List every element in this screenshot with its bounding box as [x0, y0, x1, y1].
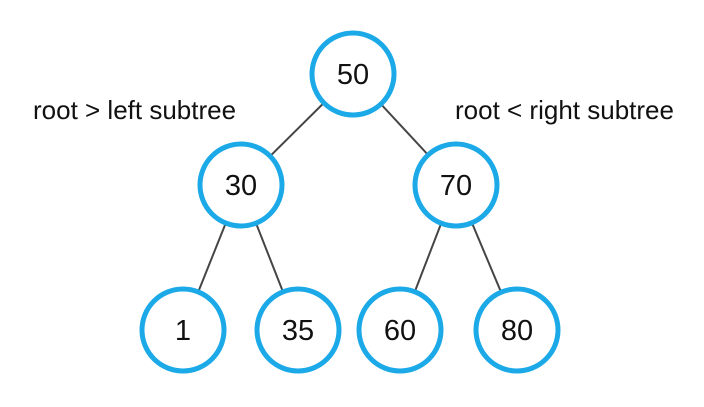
node-value-60: 60 — [384, 315, 416, 347]
tree-node-60: 60 — [356, 286, 444, 374]
tree-node-35: 35 — [254, 286, 342, 374]
node-value-80: 80 — [501, 315, 533, 347]
node-circle-1 — [139, 286, 227, 374]
node-circle-80 — [473, 286, 561, 374]
node-circle-70 — [412, 141, 500, 229]
node-value-30: 30 — [225, 170, 257, 202]
right-subtree-rule-label: root < right subtree — [455, 95, 674, 125]
tree-node-50: 50 — [309, 30, 397, 118]
tree-node-70: 70 — [412, 141, 500, 229]
node-value-70: 70 — [440, 170, 472, 202]
left-subtree-rule-label: root > left subtree — [33, 95, 236, 125]
node-circle-30 — [197, 141, 285, 229]
node-value-35: 35 — [282, 315, 314, 347]
tree-node-1: 1 — [139, 286, 227, 374]
tree-node-80: 80 — [473, 286, 561, 374]
tree-node-30: 30 — [197, 141, 285, 229]
node-value-50: 50 — [337, 59, 369, 91]
node-circle-50 — [309, 30, 397, 118]
node-circle-35 — [254, 286, 342, 374]
node-circle-60 — [356, 286, 444, 374]
node-value-1: 1 — [175, 315, 191, 347]
